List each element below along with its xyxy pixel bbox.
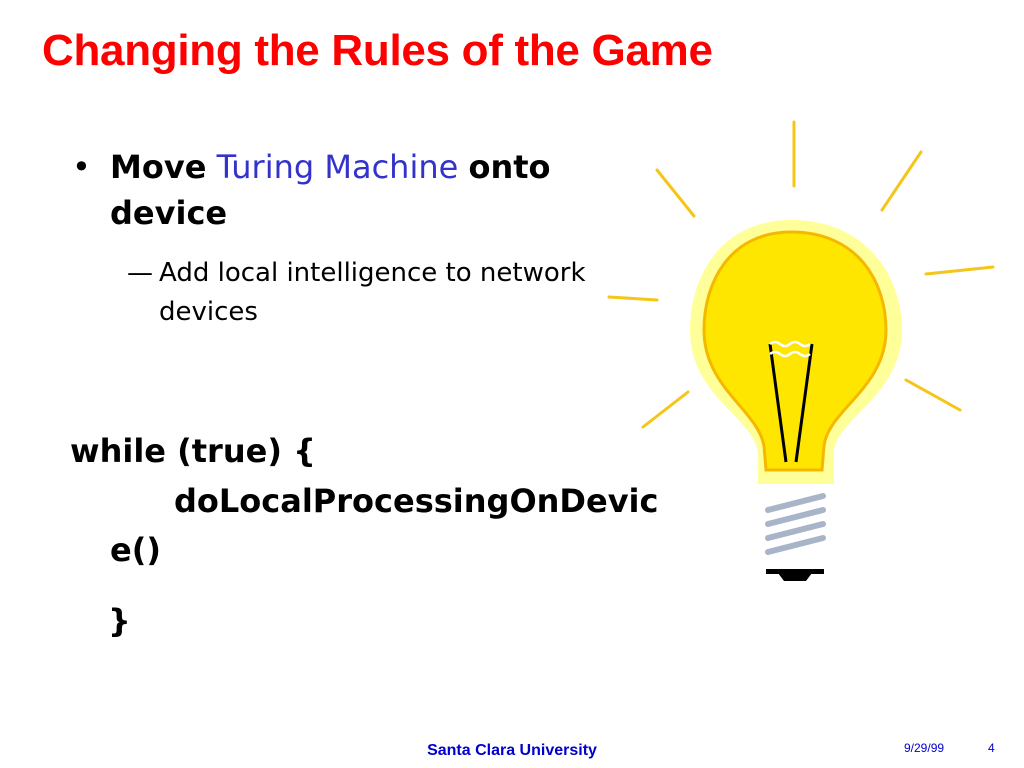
bullet-text-turing-machine: Turing Machine	[216, 148, 459, 186]
code-line-while: while (true) {	[70, 432, 316, 470]
footer-page-number: 4	[988, 741, 995, 755]
bullet-text-device: device	[110, 194, 228, 232]
code-line-call-wrap: e()	[110, 531, 161, 569]
light-ray	[904, 378, 962, 412]
light-ray	[880, 150, 923, 212]
code-line-close-brace: }	[108, 602, 131, 640]
light-ray	[641, 390, 690, 429]
bullet-text-move: Move	[110, 148, 207, 186]
bulb-screw-base	[765, 493, 826, 555]
code-line-call: doLocalProcessingOnDevic	[174, 482, 659, 520]
light-ray	[655, 168, 696, 218]
bulb-contact	[766, 569, 824, 574]
footer-date: 9/29/99	[904, 741, 945, 755]
main-bullet-text: Move Turing Machine onto device	[110, 144, 630, 236]
sub-bullet-text: Add local intelligence to network device…	[159, 258, 586, 327]
lightbulb-icon	[607, 120, 995, 581]
light-ray	[924, 265, 995, 276]
bulb-filament	[768, 343, 814, 463]
light-rays	[607, 120, 995, 429]
bullet-text-onto: onto	[468, 148, 551, 186]
slide-title: Changing the Rules of the Game	[42, 26, 713, 75]
filament-glow	[769, 340, 811, 358]
footer-organization: Santa Clara University	[427, 742, 597, 759]
sub-bullet-dash: —	[127, 258, 153, 288]
light-ray	[607, 295, 659, 302]
bulb-tip	[778, 573, 812, 581]
bullet-glyph: •	[72, 148, 91, 186]
